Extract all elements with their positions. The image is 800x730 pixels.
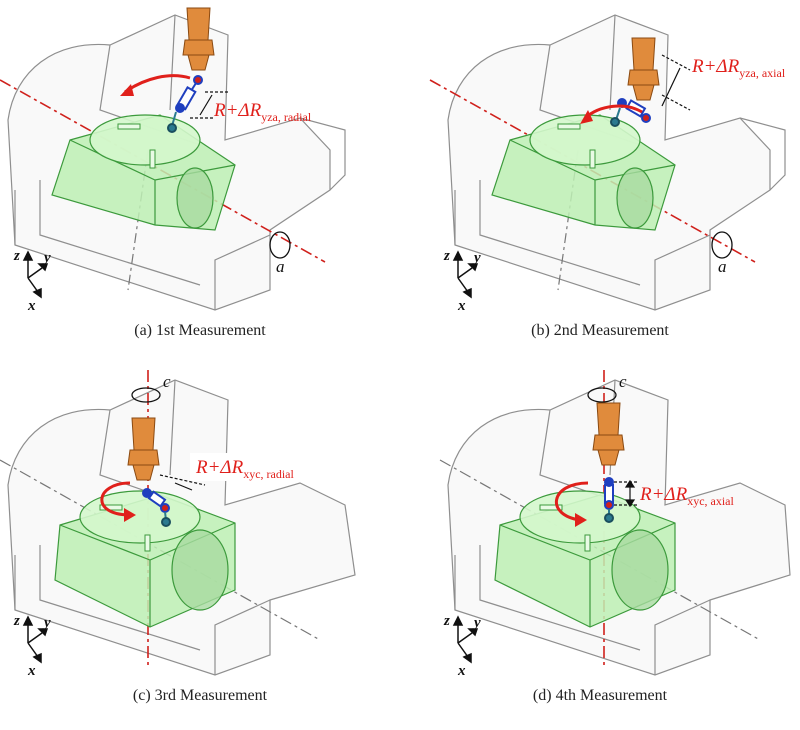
- equation-label-background: [190, 453, 330, 481]
- svg-text:c: c: [619, 372, 627, 391]
- caption-2nd-measurement: (b) 2nd Measurement: [531, 322, 669, 339]
- measurement-equation: R+ΔRxyc, radial: [195, 457, 294, 481]
- measurement-equation: R+ΔRxyc, axial: [639, 484, 735, 508]
- axis-label-y: y: [42, 615, 51, 631]
- axis-label-z: z: [13, 248, 20, 264]
- coordinate-triad: [22, 250, 49, 299]
- horizontal-axis-line: [439, 459, 761, 641]
- axis-label-z: z: [443, 613, 450, 629]
- coordinate-triad: [452, 615, 479, 664]
- caption-1st-measurement: (a) 1st Measurement: [134, 322, 266, 339]
- panel-2nd-measurement: R+ΔRyza, axial a z y x (b) 2nd Measureme…: [400, 0, 800, 365]
- ball-bar-probe: [142, 488, 171, 527]
- caption-3rd-measurement: (c) 3rd Measurement: [132, 687, 268, 704]
- panel-1st-measurement: R+ΔRyza, radial a z y x (a) 1st Measurem…: [0, 0, 400, 365]
- coordinate-triad: [452, 250, 479, 299]
- axis-label-x: x: [457, 298, 466, 314]
- diagram-3rd-measurement: R+ΔRxyc, radial c z y x: [0, 370, 356, 679]
- table-slots: [539, 504, 591, 552]
- axis-label-z: z: [443, 248, 450, 264]
- radius-dimension: [190, 91, 228, 119]
- rotary-table: [54, 490, 236, 628]
- axis-label-x: x: [457, 663, 466, 679]
- table-slots: [117, 123, 156, 169]
- diagram-1st-measurement: R+ΔRyza, radial a z y x: [0, 7, 346, 314]
- measurement-equation: R+ΔRyza, radial: [213, 100, 312, 124]
- rotation-symbol: c: [587, 372, 627, 403]
- caption-4th-measurement: (d) 4th Measurement: [532, 687, 668, 704]
- axis-label-y: y: [472, 615, 481, 631]
- spindle: [127, 417, 160, 481]
- axis-label-x: x: [27, 663, 36, 679]
- ball-bar-probe: [604, 477, 614, 523]
- radius-dimension: [159, 474, 206, 491]
- rotation-symbol: c: [131, 372, 171, 403]
- table-slots: [557, 123, 596, 169]
- rotary-table: [51, 114, 236, 231]
- panel-4th-measurement: R+ΔRxyc, axial c z y x (d) 4th Measureme…: [400, 365, 800, 730]
- radius-dimension: [661, 54, 691, 111]
- panel-3rd-measurement: R+ΔRxyc, radial c z y x (c) 3rd Measurem…: [0, 365, 400, 730]
- horizontal-axis-line: [0, 459, 321, 641]
- spindle: [627, 37, 660, 101]
- measurement-equation: R+ΔRyza, axial: [691, 56, 786, 80]
- axis-label-z: z: [13, 613, 20, 629]
- rotary-table: [491, 114, 676, 231]
- axis-label-y: y: [472, 250, 481, 266]
- motion-arrow: [554, 481, 589, 522]
- rotation-symbol: a: [711, 231, 733, 276]
- motion-arrow: [100, 481, 131, 517]
- svg-text:c: c: [163, 372, 171, 391]
- coordinate-triad: [22, 615, 49, 664]
- ball-bar-probe: [167, 75, 203, 133]
- rotation-symbol: a: [269, 231, 291, 276]
- axis-label-x: x: [27, 298, 36, 314]
- diagram-4th-measurement: R+ΔRxyc, axial c z y x: [439, 370, 791, 679]
- svg-text:a: a: [718, 257, 727, 276]
- diagram-2nd-measurement: R+ΔRyza, axial a z y x: [429, 14, 786, 314]
- svg-text:a: a: [276, 257, 285, 276]
- spindle: [182, 7, 215, 71]
- axis-label-y: y: [42, 250, 51, 266]
- axial-dimension: [614, 479, 638, 508]
- spindle: [592, 402, 625, 466]
